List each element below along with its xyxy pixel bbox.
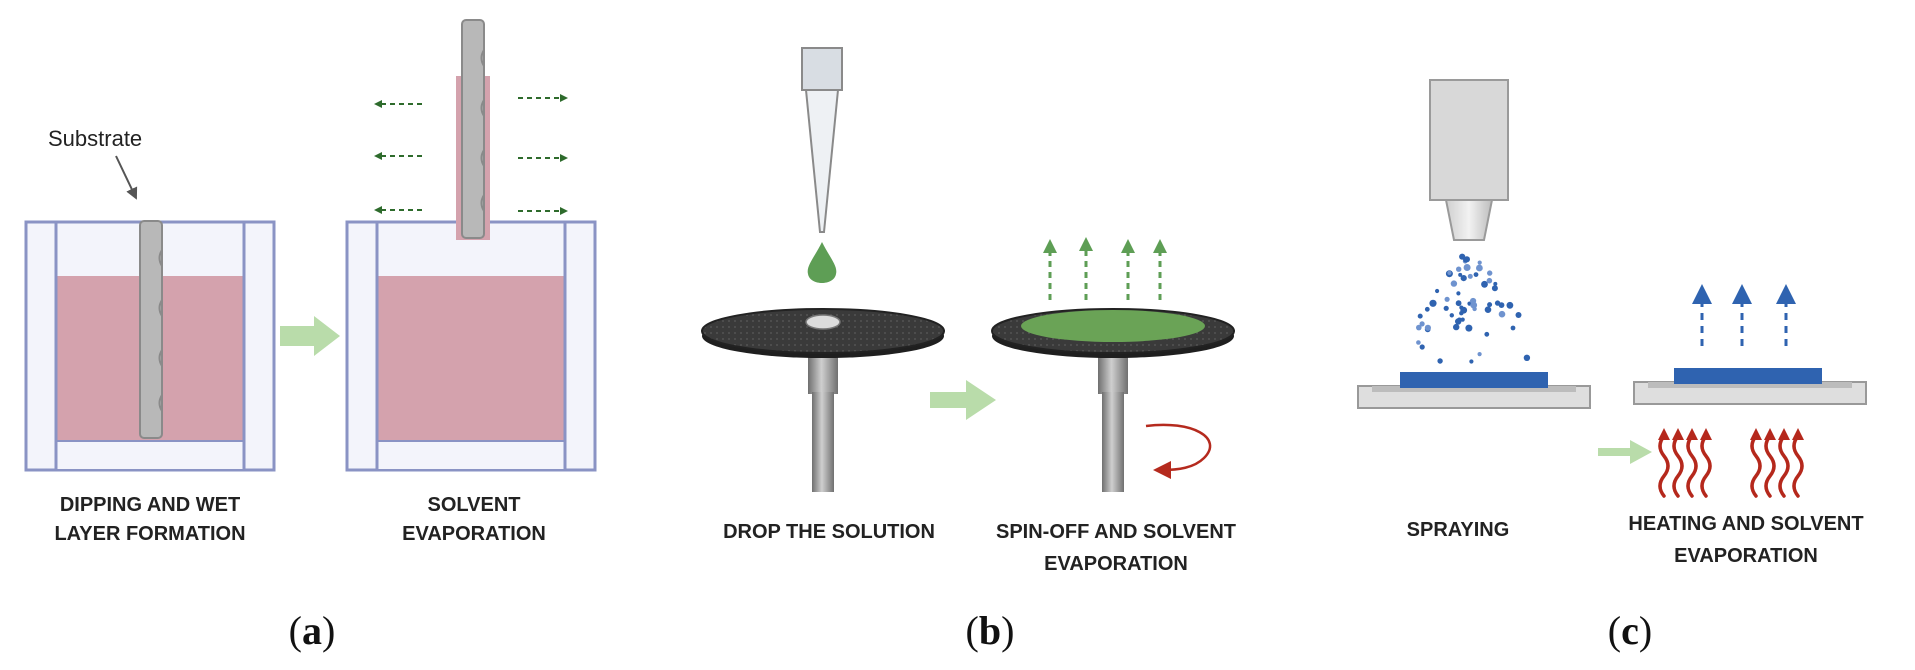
- spray-droplet: [1515, 312, 1522, 318]
- panel-label-b: (b): [966, 608, 1015, 653]
- spray-droplet: [1476, 264, 1483, 272]
- spray-droplet: [1473, 272, 1479, 277]
- spray-droplet: [1481, 280, 1488, 288]
- spray-droplet: [1498, 310, 1506, 318]
- caption-solvent-evap-line1: SOLVENT: [428, 494, 521, 516]
- spray-droplet: [1416, 324, 1422, 331]
- spray-droplet: [1416, 340, 1421, 345]
- caption-spin-off-line2: EVAPORATION: [1044, 553, 1188, 575]
- spray-droplet: [1424, 306, 1430, 312]
- spin-coater-2: [991, 308, 1235, 492]
- substrate-plate-1: [139, 220, 163, 439]
- pipette: [801, 47, 843, 233]
- panel-letter-c: c: [1621, 608, 1639, 653]
- caption-spraying: SPRAYING: [1407, 519, 1510, 541]
- spray-droplet: [1435, 288, 1440, 294]
- caption-solvent-evap-line2: EVAPORATION: [402, 523, 546, 545]
- caption-dipping-line1: DIPPING AND WET: [60, 494, 240, 516]
- spray-droplet: [1486, 277, 1493, 284]
- panel-a: Substrate DIPPING AND WET LAYER FORMATIO…: [24, 19, 597, 653]
- spray-droplet: [1449, 313, 1455, 318]
- spray-droplet: [1523, 354, 1531, 361]
- spray-droplet: [1470, 301, 1478, 309]
- evaporation-arrows-b: [1043, 237, 1167, 300]
- spray-droplet: [1453, 323, 1460, 331]
- evaporation-arrows-c: [1692, 284, 1796, 346]
- spray-droplet: [1456, 266, 1462, 272]
- spray-droplet: [1467, 273, 1473, 279]
- spray-droplet: [1424, 324, 1431, 331]
- spin-coater-1: [701, 308, 945, 492]
- rotation-arrow: [1145, 423, 1212, 479]
- spray-droplet: [1510, 325, 1516, 331]
- substrate-pointer-arrow: [115, 155, 138, 200]
- spray-droplet: [1419, 344, 1425, 350]
- step-arrow-c: [1598, 440, 1652, 464]
- substrate-plate-2: [456, 19, 490, 240]
- spray-droplet: [1447, 270, 1452, 275]
- heated-substrate: [1633, 368, 1867, 405]
- spray-droplet: [1437, 358, 1443, 364]
- green-drop: [807, 242, 837, 283]
- step-arrow-a: [280, 316, 340, 356]
- heat-waves: [1658, 434, 1804, 498]
- spray-substrate: [1357, 372, 1591, 409]
- panel-letter-a: a: [302, 608, 322, 653]
- spray-droplet: [1484, 306, 1492, 314]
- spray-nozzle: [1429, 79, 1509, 241]
- step-arrow-b: [930, 380, 996, 420]
- spray-droplet: [1458, 272, 1463, 277]
- panel-c: SPRAYING HEATING AND SOLVENT EVAPORATION…: [1357, 79, 1867, 653]
- caption-dipping-line2: LAYER FORMATION: [54, 523, 245, 545]
- spray-droplet: [1469, 359, 1474, 364]
- spray-droplet: [1484, 331, 1490, 337]
- spray-droplet: [1460, 306, 1468, 314]
- caption-heating-line1: HEATING AND SOLVENT: [1628, 513, 1863, 535]
- spray-droplet: [1456, 291, 1461, 296]
- spray-droplet: [1491, 285, 1498, 292]
- spray-droplet: [1443, 305, 1449, 311]
- caption-heating-line2: EVAPORATION: [1674, 545, 1818, 567]
- spray-droplet: [1429, 299, 1437, 307]
- spray-droplet: [1498, 302, 1505, 308]
- spray-droplet: [1477, 260, 1482, 265]
- panel-label-a: (a): [289, 608, 336, 653]
- spray-droplet: [1450, 280, 1458, 287]
- caption-drop-solution: DROP THE SOLUTION: [723, 521, 935, 543]
- spray-droplet: [1465, 324, 1473, 332]
- spray-droplet: [1506, 301, 1514, 309]
- spray-droplet: [1477, 352, 1482, 357]
- spray-droplet: [1455, 318, 1462, 325]
- spray-droplet: [1487, 270, 1493, 276]
- heat-wave-arrowheads: [1658, 428, 1804, 440]
- substrate-label: Substrate: [48, 126, 142, 151]
- spray-droplet: [1463, 257, 1469, 263]
- evaporation-arrows-a: [374, 94, 568, 215]
- spray-droplet: [1455, 300, 1462, 307]
- panel-label-c: (c): [1608, 608, 1652, 653]
- spray-droplet: [1463, 264, 1471, 271]
- spray-droplet: [1444, 296, 1450, 302]
- spray-droplet: [1417, 313, 1423, 319]
- panel-letter-b: b: [979, 608, 1001, 653]
- spray-droplet: [1487, 302, 1493, 308]
- spray-droplet: [1419, 321, 1425, 327]
- caption-spin-off-line1: SPIN-OFF AND SOLVENT: [996, 521, 1236, 543]
- spray-droplet: [1493, 281, 1498, 286]
- dip-tank-2: [345, 220, 597, 472]
- spray-droplet: [1460, 317, 1465, 322]
- panel-b: DROP THE SOLUTION SPIN-OFF AND SOLVENT E…: [701, 47, 1236, 653]
- spray-droplet: [1460, 275, 1467, 282]
- spray-droplets: [1416, 253, 1531, 364]
